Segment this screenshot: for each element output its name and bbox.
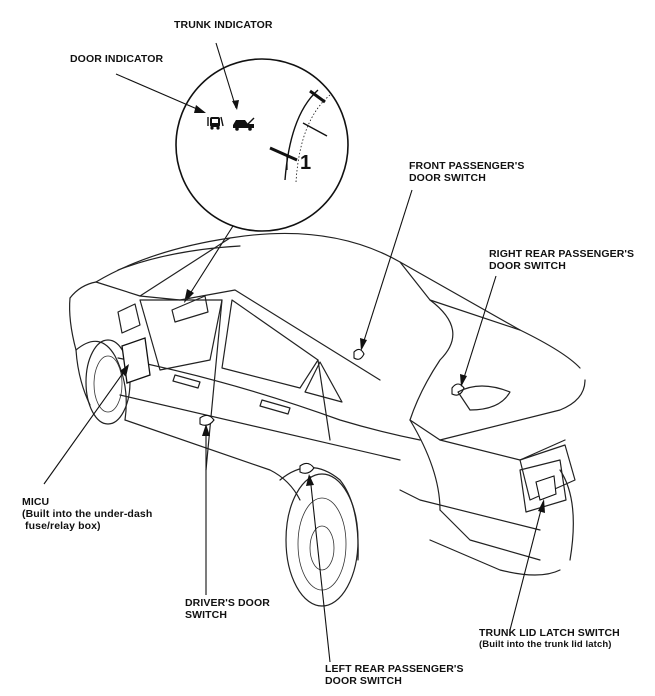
left-rear-label-line1: LEFT REAR PASSENGER'S	[325, 663, 464, 675]
front-passenger-label-line1: FRONT PASSENGER'S	[409, 160, 525, 172]
gauge-number: 1	[300, 152, 312, 174]
car-body	[69, 232, 586, 607]
drivers-door-label-line2: SWITCH	[185, 609, 228, 621]
trunk-open-icon	[233, 117, 255, 131]
right-rear-label-line2: DOOR SWITCH	[489, 260, 566, 272]
trunk-indicator-label: TRUNK INDICATOR	[174, 19, 273, 31]
drivers-door-label-line1: DRIVER'S DOOR	[185, 597, 270, 609]
micu-label-line2: (Built into the under-dash	[22, 508, 153, 520]
trunk-latch-label-line2: (Built into the trunk lid latch)	[479, 639, 612, 650]
door-open-icon	[207, 116, 224, 130]
left-rear-label-line2: DOOR SWITCH	[325, 675, 402, 687]
front-passenger-label-line2: DOOR SWITCH	[409, 172, 486, 184]
door-indicator-label: DOOR INDICATOR	[70, 53, 164, 65]
right-rear-label-line1: RIGHT REAR PASSENGER'S	[489, 248, 635, 260]
leader-lines	[43, 189, 545, 663]
micu-label-line3: fuse/relay box)	[22, 520, 101, 532]
micu-label-line1: MICU	[22, 496, 50, 508]
gauge-callout	[175, 58, 349, 232]
trunk-latch-label-line1: TRUNK LID LATCH SWITCH	[479, 627, 620, 639]
